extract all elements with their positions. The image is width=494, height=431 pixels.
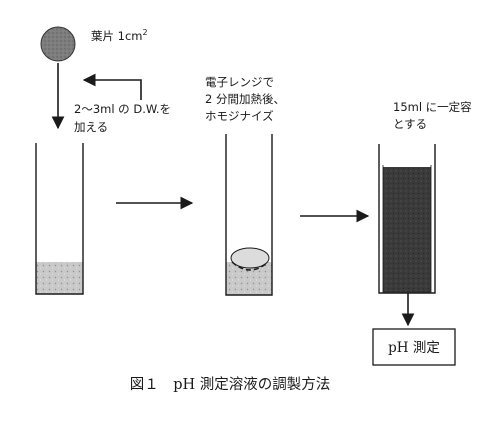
step1-label-line1: 2～3ml の D.W.を (74, 102, 171, 116)
step2-label-line2: 2 分間加熱後、 (205, 92, 285, 106)
tube-3-liquid (383, 167, 431, 292)
leaf-disc-icon (40, 26, 76, 62)
tube-2-bubble (230, 247, 270, 269)
tube-3 (378, 144, 436, 294)
tube-1-liquid (36, 262, 83, 294)
tube-1-walls (35, 143, 84, 295)
tube-3-inner-walls (382, 165, 432, 293)
figure-caption: 図１ pH 測定溶液の調製方法 (130, 376, 331, 393)
ph-measurement-label: pH 測定 (388, 340, 440, 356)
tube-3-walls (378, 144, 436, 294)
water-addition-arrow (82, 73, 142, 100)
step3-label-line1: 15ml に一定容 (393, 100, 472, 114)
leaf-label-superscript: 2 (143, 28, 148, 37)
step1-label-line2: 加える (74, 120, 108, 134)
tube-2-walls (225, 134, 273, 296)
tube-1 (35, 143, 84, 295)
step3-label-line2: とする (393, 117, 427, 131)
step2-label-line1: 電子レンジで (205, 75, 274, 89)
tube-2-dashed-ring (231, 261, 269, 271)
leaf-label: 葉片 1cm2 (91, 28, 148, 43)
leaf-label-main: 葉片 1cm (91, 29, 143, 43)
tube-2 (225, 134, 273, 296)
step2-label-line3: ホモジナイズ (205, 109, 274, 123)
ph-measurement-box (372, 328, 456, 366)
